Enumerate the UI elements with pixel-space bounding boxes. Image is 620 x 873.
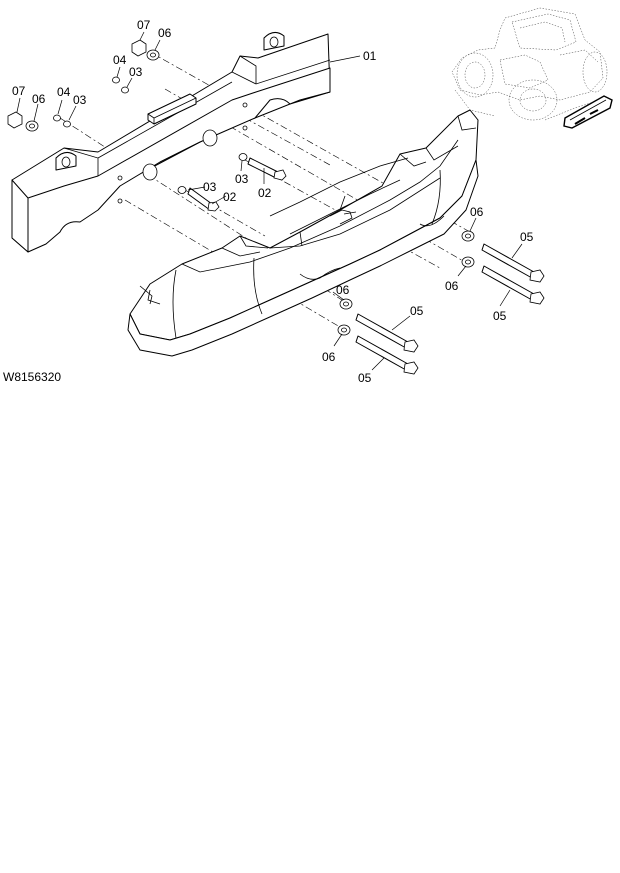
leader-lines: [16, 31, 523, 371]
callout-07-left: 07: [12, 84, 26, 98]
callout-07-top: 07: [137, 18, 151, 32]
washer-06-centre-upper: [339, 298, 353, 310]
callout-labels: 01 07 06 04 03 07 06 04 03 03 02 03 02 0…: [12, 18, 534, 385]
callout-03-top: 03: [129, 65, 143, 79]
bolt-05-upper-right: [481, 243, 545, 283]
callout-06-centre-upper: 06: [336, 283, 350, 297]
bolt-05-group: [355, 243, 545, 375]
callout-04-top: 04: [113, 53, 127, 67]
lockwasher-03-top: [121, 86, 129, 94]
washer-06-right-upper: [461, 230, 475, 242]
counterweight-main-body: [127, 109, 479, 357]
machine-locator-thumbnail: [451, 7, 613, 129]
bolt-02-right: [247, 157, 287, 181]
callout-06-centre-lower: 06: [322, 350, 336, 364]
callout-05-right-upper: 05: [520, 230, 534, 244]
bolt-02-group: [187, 157, 287, 212]
counterweight-plate-01: [11, 32, 331, 253]
callout-05-centre-upper: 05: [410, 304, 424, 318]
washer-06-centre-lower: [337, 324, 351, 336]
washer-06-left: [25, 120, 39, 132]
lockwasher-03-left: [63, 120, 71, 128]
washer-06-right-lower: [461, 256, 475, 268]
callout-05-right-lower: 05: [493, 309, 507, 323]
callout-03-lower: 03: [203, 180, 217, 194]
nut-07-top: [131, 39, 147, 57]
lockwasher-03-lower: [177, 186, 187, 194]
bolt-05-lower-right: [481, 265, 545, 305]
callout-04-left: 04: [57, 85, 71, 99]
washer-06-top: [146, 49, 160, 61]
lockwasher-03-centre: [238, 153, 248, 161]
small-hardware: [7, 39, 248, 194]
washer-04-top: [112, 76, 120, 84]
bolt-05-lower-left: [355, 335, 419, 375]
callout-03-left: 03: [73, 93, 87, 107]
callout-06-top: 06: [158, 26, 172, 40]
callout-01: 01: [363, 49, 377, 63]
nut-07-left: [7, 111, 23, 129]
callout-06-left: 06: [32, 92, 46, 106]
callout-05-centre-lower: 05: [358, 371, 372, 385]
callout-02-left: 02: [223, 190, 237, 204]
washer-04-left: [53, 114, 61, 122]
callout-02-right: 02: [258, 186, 272, 200]
callout-06-right-lower: 06: [445, 279, 459, 293]
bolt-05-upper-left: [355, 313, 419, 353]
figure-id: W8156320: [3, 370, 61, 384]
callout-03-centre: 03: [235, 172, 249, 186]
callout-06-right-upper: 06: [470, 205, 484, 219]
washer-06-group: [25, 49, 475, 336]
